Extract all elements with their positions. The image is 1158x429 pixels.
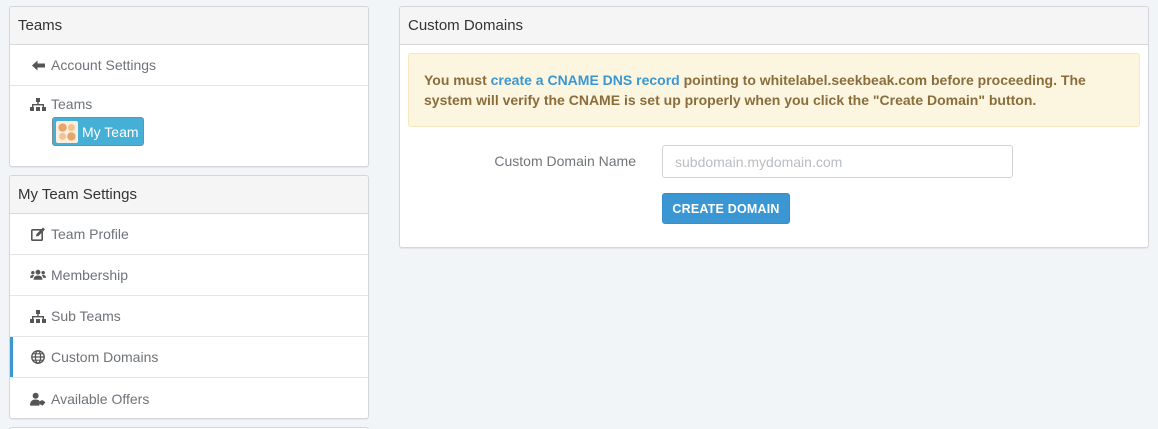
my-team-badge[interactable]: My Team xyxy=(52,117,144,146)
sidebar-item-custom-domains[interactable]: Custom Domains xyxy=(10,337,368,378)
teams-panel-title: Teams xyxy=(10,7,368,45)
user-tag-icon xyxy=(30,392,46,406)
teams-row[interactable]: Teams xyxy=(30,96,92,112)
team-badge-label: My Team xyxy=(82,123,139,140)
custom-domains-panel: Custom Domains You must create a CNAME D… xyxy=(399,6,1149,248)
sidebar-item-available-offers[interactable]: Available Offers xyxy=(10,378,368,418)
create-domain-button[interactable]: CREATE DOMAIN xyxy=(662,193,790,224)
sidebar-panel-partial xyxy=(9,427,369,429)
sidebar-item-label: Available Offers xyxy=(51,390,150,407)
sidebar-item-label: Teams xyxy=(51,96,93,112)
team-settings-panel: My Team Settings Team Profile Membership… xyxy=(9,175,369,419)
sidebar-item-team-profile[interactable]: Team Profile xyxy=(10,214,368,255)
sidebar-item-label: Custom Domains xyxy=(51,349,159,365)
sidebar-item-teams: Teams My Team xyxy=(10,86,368,156)
custom-domain-input[interactable] xyxy=(662,145,1013,178)
sitemap-icon xyxy=(30,97,46,111)
sidebar-item-membership[interactable]: Membership xyxy=(10,255,368,296)
sidebar-item-label: Team Profile xyxy=(51,226,129,242)
team-avatar-icon xyxy=(56,120,78,143)
cname-warning-alert: You must create a CNAME DNS record point… xyxy=(408,53,1140,127)
team-settings-title: My Team Settings xyxy=(10,176,368,214)
page-title: Custom Domains xyxy=(400,7,1148,45)
sitemap-icon xyxy=(30,309,46,323)
custom-domain-label: Custom Domain Name xyxy=(494,153,636,169)
create-cname-link[interactable]: create a CNAME DNS record xyxy=(490,72,680,88)
arrow-left-icon xyxy=(30,58,46,72)
sidebar-item-sub-teams[interactable]: Sub Teams xyxy=(10,296,368,337)
alert-suffix: pointing to whitelabel.seekbeak.com befo… xyxy=(424,72,1086,108)
edit-icon xyxy=(30,227,46,241)
alert-prefix: You must xyxy=(424,72,491,88)
users-icon xyxy=(30,268,46,282)
teams-panel: Teams Account Settings Teams My Team xyxy=(9,6,369,167)
sidebar-item-label: Sub Teams xyxy=(51,308,121,324)
sidebar-item-label: Membership xyxy=(51,267,129,283)
globe-icon xyxy=(30,350,46,364)
sidebar-item-account-settings[interactable]: Account Settings xyxy=(10,45,368,86)
sidebar-item-label: Account Settings xyxy=(51,57,157,73)
